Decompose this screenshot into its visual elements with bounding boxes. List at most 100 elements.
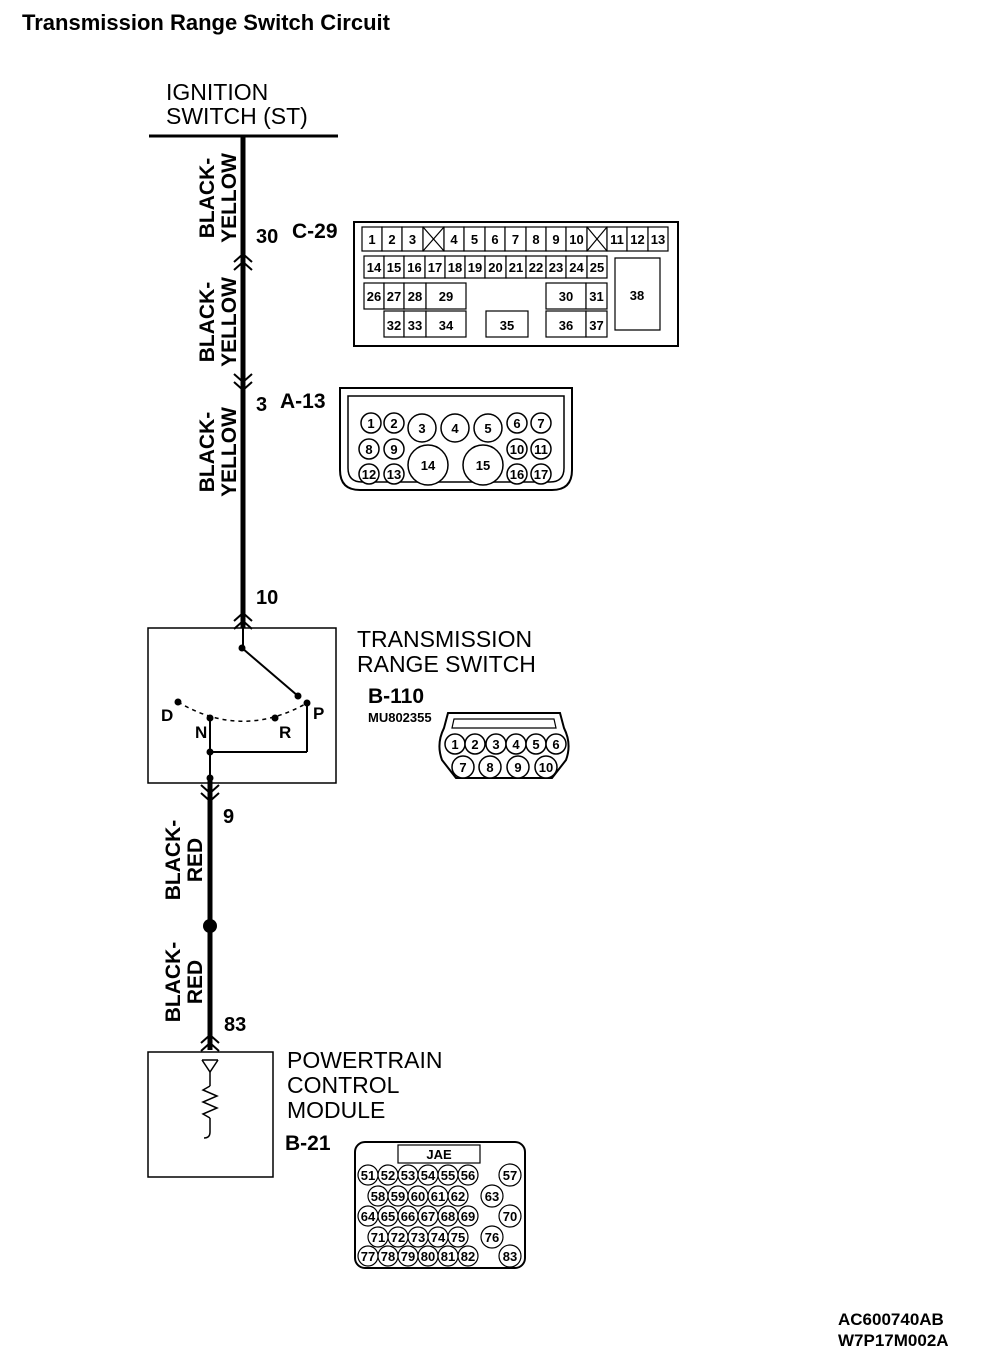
b21-pin bbox=[447, 1185, 469, 1207]
c29-cavity bbox=[647, 226, 669, 252]
c29-pin-label: 28 bbox=[408, 289, 422, 304]
b110-pin-label: 9 bbox=[514, 760, 521, 775]
figure-code-1: AC600740AB bbox=[838, 1310, 944, 1329]
pin-9: 9 bbox=[223, 806, 234, 828]
svg-text:BLACK-: BLACK- bbox=[196, 158, 219, 238]
wire-label-upper-2: BLACK- YELLOW bbox=[196, 277, 241, 367]
c29-pin-label: 8 bbox=[532, 232, 539, 247]
b21-pin-label: 53 bbox=[401, 1168, 415, 1183]
range-switch-label-line1: TRANSMISSION bbox=[357, 626, 532, 652]
c29-pin-label: 21 bbox=[509, 260, 523, 275]
c29-cavity bbox=[614, 257, 661, 331]
c29-pin-label: 14 bbox=[367, 260, 382, 275]
pcm-input-resistor bbox=[201, 1059, 219, 1139]
c29-cavity bbox=[425, 310, 467, 338]
svg-text:BLACK-: BLACK- bbox=[196, 412, 219, 492]
a13-pin-label: 9 bbox=[390, 442, 397, 457]
c29-cavity bbox=[585, 282, 608, 310]
b110-pin-label: 6 bbox=[552, 737, 559, 752]
b21-pin-label: 54 bbox=[421, 1168, 436, 1183]
b21-pin bbox=[447, 1226, 469, 1248]
svg-text:YELLOW: YELLOW bbox=[218, 153, 241, 243]
b21-pin bbox=[498, 1163, 522, 1187]
a13-pin-label: 14 bbox=[421, 458, 436, 473]
ignition-label-line2: SWITCH (ST) bbox=[166, 103, 308, 129]
b110-pin-label: 10 bbox=[539, 760, 553, 775]
wire-label-lower-2: BLACK- RED bbox=[162, 942, 207, 1022]
a13-pin bbox=[407, 444, 449, 486]
b110-pin-label: 7 bbox=[459, 760, 466, 775]
svg-text:BLACK-: BLACK- bbox=[162, 942, 185, 1022]
b21-pin bbox=[498, 1244, 522, 1268]
c29-pin-label: 32 bbox=[387, 318, 401, 333]
pcm-label-line2: CONTROL bbox=[287, 1072, 400, 1098]
svg-text:BLACK-: BLACK- bbox=[162, 820, 185, 900]
a13-pin-label: 8 bbox=[365, 442, 372, 457]
c29-pin-label: 33 bbox=[408, 318, 422, 333]
b21-pin-label: 76 bbox=[485, 1230, 499, 1245]
c29-pin-label: 18 bbox=[448, 260, 462, 275]
b110-pin-label: 4 bbox=[512, 737, 520, 752]
b21-pin-label: 72 bbox=[391, 1230, 405, 1245]
wire-label-lower-1: BLACK- RED bbox=[162, 820, 207, 900]
diagram-title: Transmission Range Switch Circuit bbox=[22, 10, 391, 35]
b21-pin-label: 66 bbox=[401, 1209, 415, 1224]
b21-name: B-21 bbox=[285, 1132, 331, 1155]
b110-pin bbox=[451, 755, 475, 779]
a13-pin bbox=[506, 463, 528, 485]
b21-pin-label: 75 bbox=[451, 1230, 465, 1245]
b21-pin-label: 69 bbox=[461, 1209, 475, 1224]
b110-part-number: MU802355 bbox=[368, 710, 432, 725]
b21-jae-label: JAE bbox=[426, 1147, 452, 1162]
c29-blank-x bbox=[422, 226, 445, 252]
wire-label-upper-1: BLACK- YELLOW bbox=[196, 153, 241, 243]
b21-pin bbox=[457, 1164, 479, 1186]
a13-pin bbox=[506, 412, 528, 434]
a13-chevrons bbox=[233, 373, 253, 392]
a13-pin bbox=[530, 438, 552, 460]
range-switch-label-line2: RANGE SWITCH bbox=[357, 651, 536, 677]
a13-pin-label: 2 bbox=[390, 416, 397, 431]
a13-pin bbox=[473, 413, 503, 443]
b21-pin-label: 56 bbox=[461, 1168, 475, 1183]
b110-pin-label: 2 bbox=[471, 737, 478, 752]
b21-pin-label: 67 bbox=[421, 1209, 435, 1224]
b110-name: B-110 bbox=[368, 685, 424, 708]
figure-code-2: W7P17M002A bbox=[838, 1331, 949, 1350]
b21-pin-label: 51 bbox=[361, 1168, 375, 1183]
wire-label-upper-3: BLACK- YELLOW bbox=[196, 407, 241, 497]
c29-pin-label: 6 bbox=[491, 232, 498, 247]
b21-pin bbox=[480, 1184, 504, 1208]
b21-pin-label: 77 bbox=[361, 1249, 375, 1264]
b21-pin-label: 78 bbox=[381, 1249, 395, 1264]
a13-pin-label: 13 bbox=[387, 467, 401, 482]
b21-pin bbox=[457, 1245, 479, 1267]
a13-pin bbox=[530, 463, 552, 485]
c29-pin-label: 17 bbox=[428, 260, 442, 275]
b21-pin-label: 63 bbox=[485, 1189, 499, 1204]
c29-cavity bbox=[545, 310, 587, 338]
c29-pin-label: 35 bbox=[500, 318, 514, 333]
b21-pin-label: 58 bbox=[371, 1189, 385, 1204]
b21-pin-label: 71 bbox=[371, 1230, 385, 1245]
splice-dot bbox=[203, 919, 217, 933]
a13-pin bbox=[506, 438, 528, 460]
a13-pin-label: 3 bbox=[418, 421, 425, 436]
c29-chevrons bbox=[233, 252, 253, 271]
c29-pin-label: 3 bbox=[409, 232, 416, 247]
b21-pin bbox=[457, 1205, 479, 1227]
b21-pin-label: 52 bbox=[381, 1168, 395, 1183]
pin-10: 10 bbox=[256, 587, 278, 609]
a13-pin-label: 6 bbox=[513, 416, 520, 431]
b21-pin-label: 64 bbox=[361, 1209, 376, 1224]
a13-pin-label: 16 bbox=[510, 467, 524, 482]
c29-pin-label: 19 bbox=[468, 260, 482, 275]
a13-pin bbox=[440, 413, 470, 443]
c29-pin-label: 4 bbox=[450, 232, 458, 247]
b21-pin-label: 60 bbox=[411, 1189, 425, 1204]
c29-pin-label: 15 bbox=[387, 260, 401, 275]
a13-pin-label: 12 bbox=[362, 467, 376, 482]
b21-pin-label: 65 bbox=[381, 1209, 395, 1224]
c29-pin-label: 24 bbox=[569, 260, 584, 275]
